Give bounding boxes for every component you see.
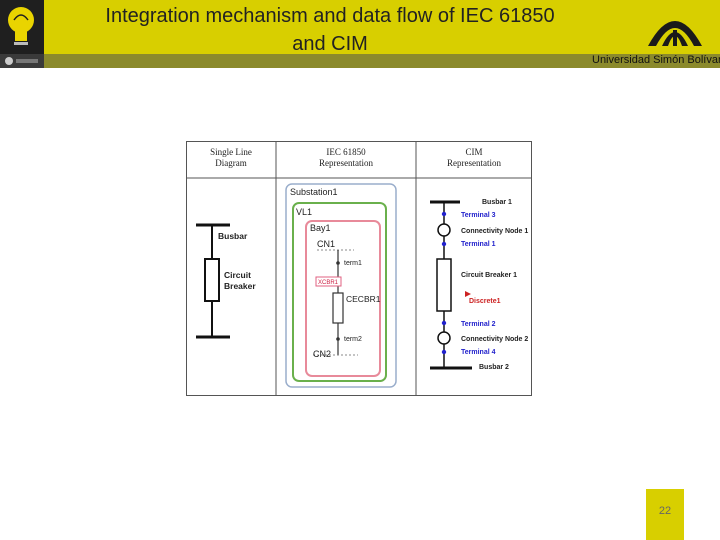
university-name: Universidad Simón Bolívar	[592, 54, 720, 66]
cim-terminal1-point	[441, 241, 447, 247]
title-line-1: Integration mechanism and data flow of I…	[105, 5, 555, 27]
page-title: Integration mechanism and data flow of I…	[60, 2, 600, 58]
iec-voltage-level-label: VL1	[296, 207, 312, 217]
cim-busbar1-label: Busbar 1	[482, 199, 512, 206]
left-logo-strip	[0, 54, 44, 68]
col2-header-line2: Representation	[319, 158, 373, 168]
col1-header-line1: Single Line	[210, 147, 252, 157]
cim-discrete1-label: Discrete1	[469, 298, 501, 305]
title-line-2: and CIM	[292, 33, 368, 55]
gear-logo-icon	[5, 57, 38, 65]
cim-breaker	[436, 258, 452, 312]
iec-xcbr-label: XCBR1	[318, 280, 339, 286]
col3-header-line2: Representation	[447, 158, 501, 168]
iec-term1-point	[336, 261, 340, 265]
cim-terminal4-point	[441, 349, 447, 355]
iec-xcbr-box	[315, 276, 342, 287]
header-band	[0, 0, 720, 54]
cim-terminal2-label: Terminal 2	[461, 321, 496, 328]
sld-breaker-label-line1: Circuit	[224, 270, 251, 280]
iec-term1-label: term1	[344, 260, 362, 267]
iec-term2-point	[336, 337, 340, 341]
iec-breaker	[332, 292, 344, 324]
cim-terminal2-point	[441, 320, 447, 326]
sld-busbar-label: Busbar	[218, 231, 248, 241]
cim-terminal3-point	[441, 211, 447, 217]
sld-breaker-label-line2: Breaker	[224, 281, 256, 291]
left-logo	[0, 0, 44, 54]
header-strip	[0, 54, 720, 68]
lightbulb-logo-icon	[8, 7, 34, 45]
cim-terminal4-label: Terminal 4	[461, 349, 496, 356]
cim-terminal1-label: Terminal 1	[461, 241, 496, 248]
page-number-box: 22	[646, 489, 684, 540]
page-number: 22	[658, 505, 672, 517]
iec-substation-label: Substation1	[290, 187, 338, 197]
cim-cnode2-label: Connectivity Node 2	[461, 336, 528, 343]
cim-breaker1-label: Circuit Breaker 1	[461, 272, 517, 279]
cim-cnode1	[437, 223, 451, 237]
col3-header-line1: CIM	[465, 147, 482, 157]
cim-cnode1-label: Connectivity Node 1	[461, 228, 528, 235]
iec-term2-label: term2	[344, 336, 362, 343]
cim-cnode2	[437, 331, 451, 345]
iec-cn1-label: CN1	[317, 239, 335, 249]
col1-header-line2: Diagram	[215, 158, 247, 168]
iec-cn2-label: CN2	[313, 349, 331, 359]
cim-busbar2-label: Busbar 2	[479, 364, 509, 371]
sld-breaker	[204, 258, 220, 302]
university-logo-icon	[648, 21, 702, 46]
iec-bay-label: Bay1	[310, 223, 331, 233]
col2-header-line1: IEC 61850	[326, 147, 366, 157]
cim-terminal3-label: Terminal 3	[461, 212, 496, 219]
integration-diagram: Single Line Diagram IEC 61850 Representa…	[186, 141, 532, 396]
cim-discrete-marker	[465, 291, 471, 297]
iec-cecbr-label: CECBR1	[346, 294, 381, 304]
